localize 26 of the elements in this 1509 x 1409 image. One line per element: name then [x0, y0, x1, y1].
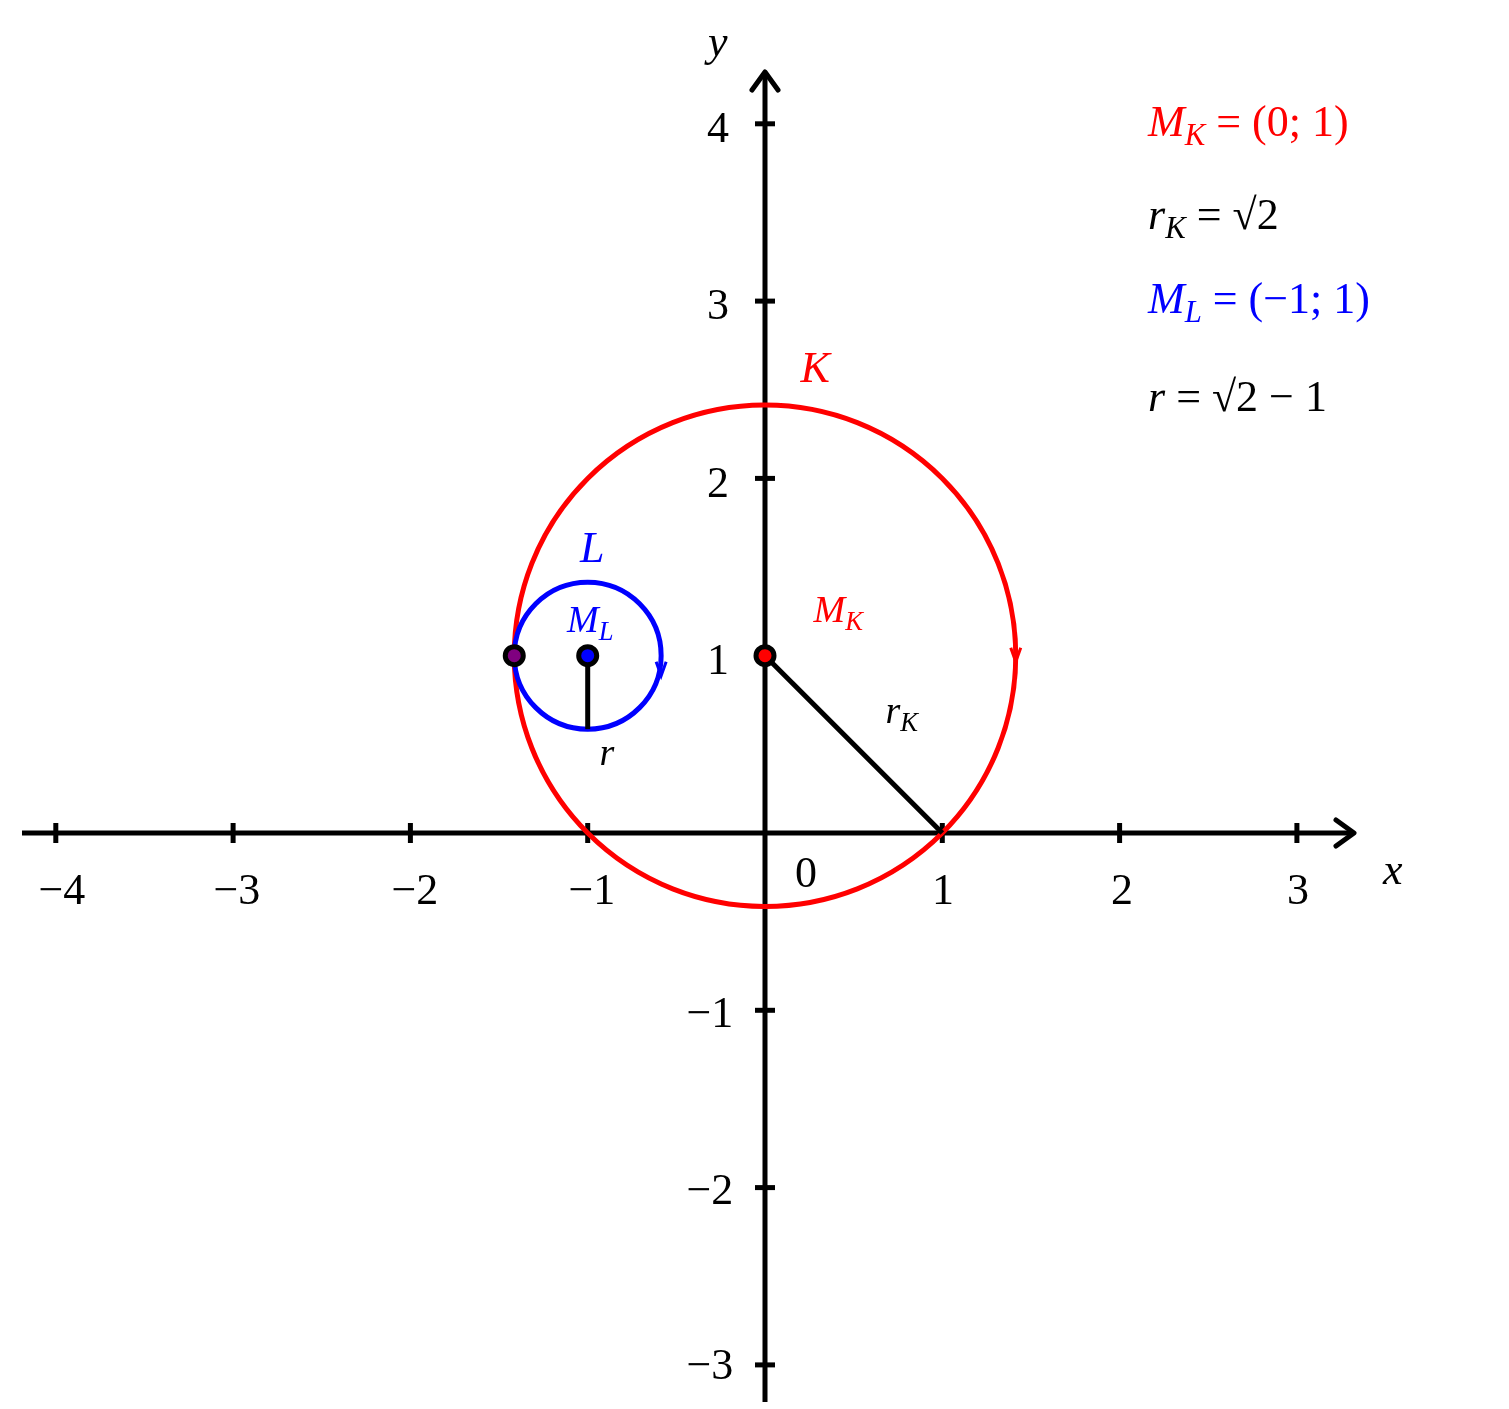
- axis-label: x: [1383, 848, 1403, 892]
- formula-text: M$_{L}$ = (−1; 1): [1148, 276, 1370, 328]
- tick-label: −4: [38, 868, 86, 912]
- tick-label: 2: [1111, 868, 1133, 912]
- point-label: M$_{L}$: [567, 599, 614, 645]
- tick-label: 4: [707, 106, 729, 150]
- circle-label: K: [800, 346, 830, 390]
- tick-label: 1: [932, 868, 954, 912]
- radius-label: r$_{K}$: [885, 690, 919, 736]
- tick-label: −1: [686, 991, 734, 1035]
- circle-label: L: [580, 526, 605, 570]
- tick-label: 1: [707, 638, 729, 682]
- point-label: M$_{K}$: [813, 589, 863, 635]
- tick-label: 3: [707, 283, 729, 327]
- tick-label: −3: [686, 1343, 734, 1387]
- tick-label: −2: [686, 1168, 734, 1212]
- tick-label: 0: [795, 851, 817, 895]
- tick-label: −3: [213, 868, 261, 912]
- formula-text: M$_{K}$ = (0; 1): [1148, 99, 1349, 151]
- formula-text: r = √2 − 1: [1148, 375, 1327, 419]
- radius-label: r: [599, 733, 615, 771]
- tick-label: −1: [568, 868, 616, 912]
- tick-label: 2: [707, 461, 729, 505]
- tick-label: 3: [1287, 868, 1309, 912]
- formula-text: r$_{K}$ = √2: [1148, 192, 1279, 244]
- tick-label: −2: [391, 868, 439, 912]
